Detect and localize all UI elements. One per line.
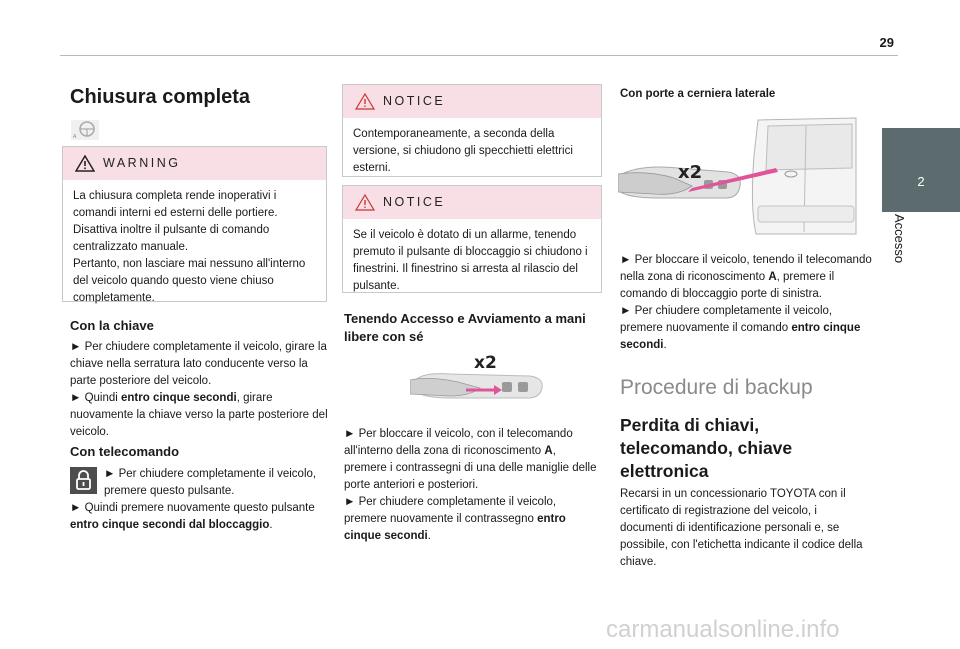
door-handle-illustration: x2	[409, 352, 546, 410]
watermark: carmanualsonline.info	[606, 616, 840, 643]
lost-keys-text: Recarsi in un concessionario TOYOTA con …	[620, 488, 863, 568]
lock-button-icon	[70, 467, 97, 494]
side-hinged-step-2: ► Per chiudere completamente il veicolo,…	[620, 305, 861, 351]
warning-header: WARNING	[63, 147, 326, 180]
warning-label: WARNING	[103, 156, 181, 170]
side-hinged-heading: Con porte a cerniera laterale	[620, 88, 776, 100]
steering-wheel-icon: A	[70, 119, 330, 141]
hands-free-step-1: ► Per bloccare il veicolo, con il teleco…	[344, 428, 597, 491]
side-hinged-step-1: ► Per bloccare il veicolo, tenendo il te…	[620, 254, 872, 300]
notice-text-1: Contemporaneamente, a seconda della vers…	[353, 128, 573, 174]
with-remote-step-2: ► Quindi premere nuovamente questo pulsa…	[70, 502, 315, 531]
lost-keys-title: Perdita di chiavi, telecomando, chiave e…	[620, 415, 793, 481]
with-key-section: Con la chiave ► Per chiudere completamen…	[70, 318, 328, 441]
hands-free-step-2: ► Per chiudere completamente il veicolo,…	[344, 496, 566, 542]
x2-label: x2	[678, 162, 702, 183]
warning-text: La chiusura completa rende inoperativi i…	[73, 190, 306, 304]
page-number: 29	[879, 35, 894, 50]
warning-triangle-icon	[75, 155, 95, 172]
chapter-title: Accesso	[892, 214, 907, 264]
hands-free-section: Tenendo Accesso e Avviamento a mani libe…	[344, 310, 594, 346]
warning-box: WARNING La chiusura completa rende inope…	[62, 146, 327, 304]
x2-label: x2	[474, 353, 497, 373]
notice-box-2: NOTICE Se il veicolo è dotato di un alla…	[342, 185, 602, 293]
chapter-tab[interactable]: 2	[882, 128, 960, 212]
side-hinged-heading-wrap: Con porte a cerniera laterale	[620, 88, 870, 100]
rear-door-illustration: x2	[617, 116, 858, 238]
column-1: Chiusura completa A	[70, 86, 330, 141]
with-key-step-1: ► Per chiudere completamente il veicolo,…	[70, 341, 327, 387]
notice-label-2: NOTICE	[383, 195, 446, 209]
header-rule	[60, 55, 898, 56]
notice-header-2: NOTICE	[343, 186, 601, 219]
with-remote-step-1: ► Per chiudere completamente il veicolo,…	[104, 468, 317, 497]
svg-text:A: A	[73, 134, 77, 140]
with-remote-section: Con telecomando ► Per chiudere completam…	[70, 444, 328, 534]
side-hinged-steps: ► Per bloccare il veicolo, tenendo il te…	[620, 252, 872, 354]
with-key-heading: Con la chiave	[70, 318, 154, 333]
with-remote-heading: Con telecomando	[70, 444, 180, 459]
section-title: Chiusura completa	[70, 86, 251, 108]
notice-label-1: NOTICE	[383, 94, 446, 108]
notice-triangle-icon	[355, 194, 375, 211]
notice-triangle-icon	[355, 93, 375, 110]
hands-free-heading: Tenendo Accesso e Avviamento a mani libe…	[344, 311, 586, 344]
backup-section-title: Procedure di backup	[620, 376, 813, 399]
hands-free-steps: ► Per bloccare il veicolo, con il teleco…	[344, 426, 600, 545]
with-key-step-2: ► Quindi entro cinque secondi, girare nu…	[70, 392, 328, 438]
notice-box-1: NOTICE Contemporaneamente, a seconda del…	[342, 84, 602, 177]
chapter-number: 2	[917, 174, 925, 189]
notice-header-1: NOTICE	[343, 85, 601, 118]
notice-text-2: Se il veicolo è dotato di un allarme, te…	[353, 229, 588, 292]
